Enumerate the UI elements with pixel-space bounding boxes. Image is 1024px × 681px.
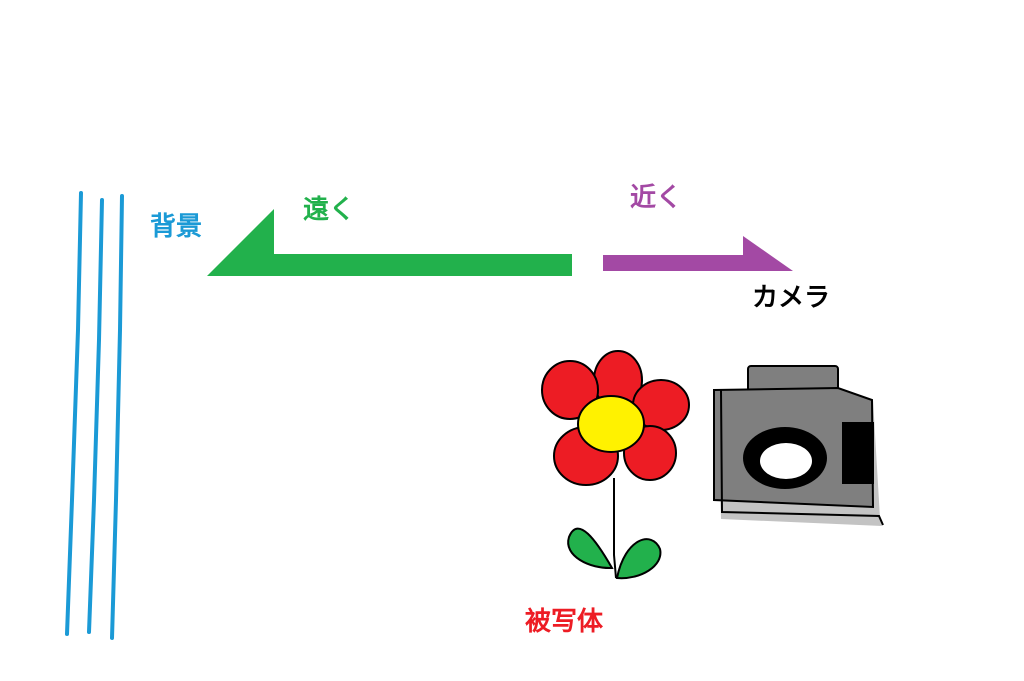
near-arrow-shaft (603, 255, 753, 271)
flower-center (577, 395, 645, 453)
far-label: 遠く (303, 195, 356, 225)
background-line (110, 194, 124, 640)
far-arrow-shaft (262, 254, 572, 276)
background-lines (65, 191, 124, 640)
camera-icon (713, 365, 884, 526)
subject-label: 被写体 (525, 607, 604, 637)
flower-leaf-right (615, 538, 662, 580)
near-label: 近く (630, 183, 683, 213)
camera-label: カメラ (752, 283, 831, 313)
near-arrow-head (743, 236, 793, 271)
flower-leaf-left (567, 527, 614, 570)
flower-icon (541, 350, 690, 580)
near-arrow (603, 236, 793, 271)
background-line (65, 191, 83, 636)
far-arrow (207, 209, 572, 276)
background-label: 背景 (150, 212, 203, 242)
camera-grip (842, 422, 874, 484)
camera-lens-glass (760, 443, 812, 479)
flower-petal-upper-left (541, 360, 599, 420)
flower-stem (613, 478, 617, 579)
background-line (87, 198, 104, 634)
camera-body-edge (720, 389, 884, 526)
far-arrow-head (207, 209, 274, 276)
